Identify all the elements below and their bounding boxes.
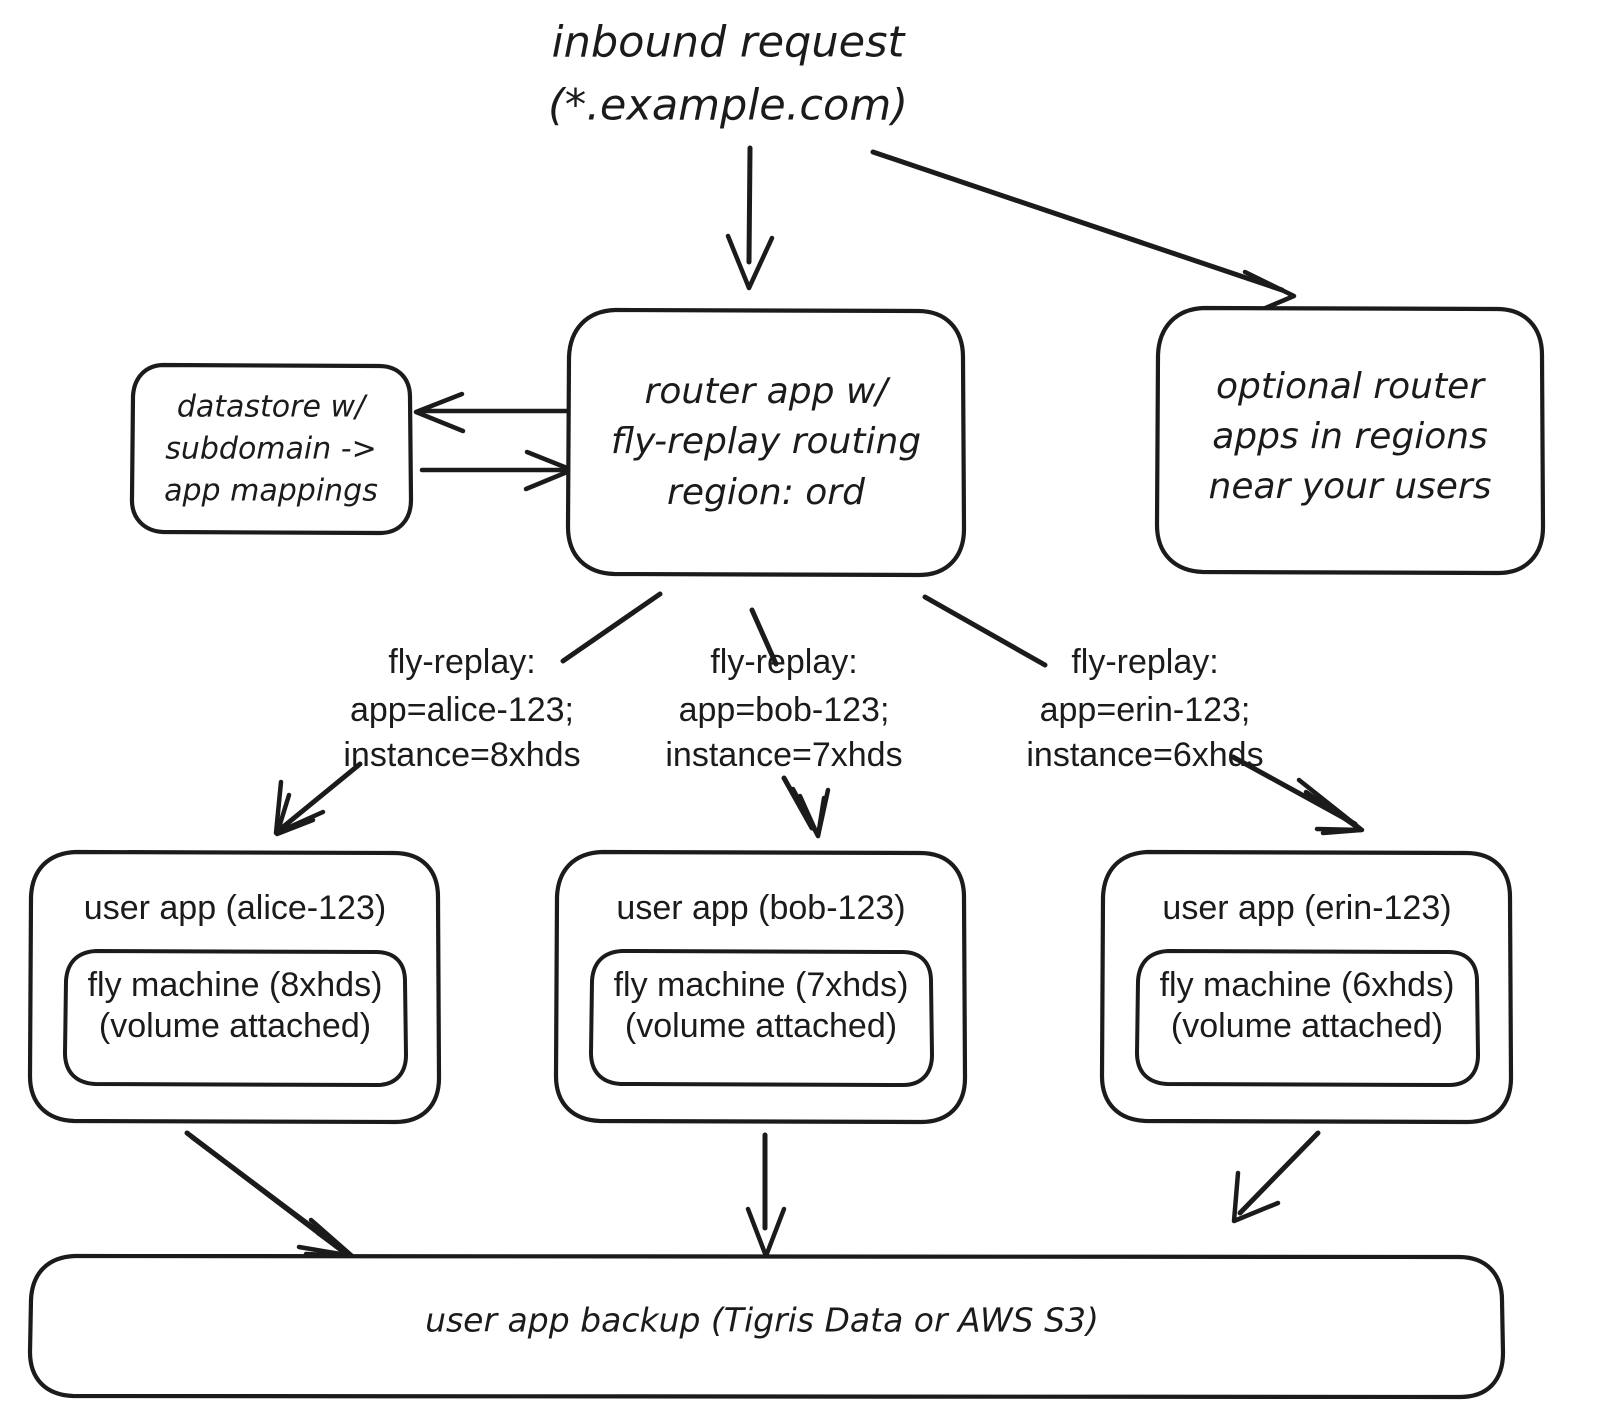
user-app-erin-label: user app (erin-123) bbox=[1162, 889, 1451, 927]
inbound-request-line-1: inbound request bbox=[552, 18, 907, 68]
fly-machine-bob-line-2: (volume attached) bbox=[625, 1007, 897, 1045]
edge-label-replay-alice: fly-replay: app=alice-123; instance=8xhd… bbox=[343, 643, 580, 774]
replay-alice-line-3: instance=8xhds bbox=[343, 736, 580, 774]
replay-bob-line-1: fly-replay: bbox=[710, 643, 857, 681]
node-user-app-bob: user app (bob-123) fly machine (7xhds) (… bbox=[553, 849, 968, 1125]
router-app-line-1: router app w/ bbox=[645, 371, 892, 412]
connector-router-to-alice bbox=[560, 591, 663, 664]
router-app-line-3: region: ord bbox=[667, 472, 866, 513]
edge-label-replay-erin: fly-replay: app=erin-123; instance=6xhds bbox=[1026, 643, 1263, 774]
replay-alice-line-1: fly-replay: bbox=[388, 643, 535, 681]
optional-routers-line-2: apps in regions bbox=[1212, 416, 1488, 457]
edge-label-replay-bob: fly-replay: app=bob-123; instance=7xhds bbox=[665, 643, 902, 774]
inbound-request-line-2: (*.example.com) bbox=[548, 81, 908, 131]
arrow-to-user-app-erin bbox=[1230, 754, 1365, 836]
replay-erin-line-1: fly-replay: bbox=[1071, 643, 1218, 681]
arrow-router-to-datastore bbox=[413, 391, 576, 434]
arrow-alice-to-backup bbox=[184, 1130, 355, 1259]
arrow-datastore-to-router bbox=[419, 449, 575, 492]
optional-routers-line-3: near your users bbox=[1209, 466, 1492, 507]
arrow-to-user-app-alice bbox=[273, 761, 363, 837]
replay-erin-line-3: instance=6xhds bbox=[1026, 736, 1263, 774]
replay-bob-line-2: app=bob-123; bbox=[679, 691, 890, 729]
arrow-bob-to-backup bbox=[745, 1132, 787, 1259]
connector-router-to-bob bbox=[749, 607, 779, 667]
arrow-erin-to-backup bbox=[1231, 1130, 1321, 1224]
user-app-alice-label: user app (alice-123) bbox=[84, 889, 386, 927]
replay-erin-line-2: app=erin-123; bbox=[1040, 691, 1251, 729]
datastore-line-2: subdomain -> bbox=[165, 432, 377, 467]
node-optional-routers: optional router apps in regions near you… bbox=[1154, 305, 1546, 576]
router-app-line-2: fly-replay routing bbox=[611, 421, 921, 462]
optional-routers-line-1: optional router bbox=[1216, 366, 1486, 407]
node-datastore: datastore w/ subdomain -> app mappings bbox=[129, 362, 414, 536]
node-user-app-alice: user app (alice-123) fly machine (8xhds)… bbox=[27, 849, 442, 1125]
replay-bob-line-3: instance=7xhds bbox=[665, 736, 902, 774]
node-user-app-erin: user app (erin-123) fly machine (6xhds) … bbox=[1099, 849, 1514, 1125]
fly-machine-erin-line-2: (volume attached) bbox=[1171, 1007, 1443, 1045]
node-backup-store: user app backup (Tigris Data or AWS S3) bbox=[27, 1253, 1506, 1400]
node-inbound-request: inbound request (*.example.com) bbox=[548, 18, 908, 131]
replay-alice-line-2: app=alice-123; bbox=[350, 691, 574, 729]
arrow-inbound-to-router bbox=[725, 145, 775, 291]
datastore-line-3: app mappings bbox=[164, 474, 378, 509]
node-router-app: router app w/ fly-replay routing region:… bbox=[565, 307, 967, 578]
user-app-bob-label: user app (bob-123) bbox=[616, 889, 905, 927]
backup-store-label: user app backup (Tigris Data or AWS S3) bbox=[425, 1301, 1099, 1340]
datastore-line-1: datastore w/ bbox=[177, 390, 368, 425]
arrow-inbound-to-optional-routers bbox=[870, 149, 1297, 317]
connector-router-to-erin bbox=[922, 594, 1048, 668]
fly-machine-erin-line-1: fly machine (6xhds) bbox=[1160, 966, 1455, 1004]
fly-machine-alice-line-1: fly machine (8xhds) bbox=[88, 966, 383, 1004]
fly-machine-bob-line-1: fly machine (7xhds) bbox=[614, 966, 909, 1004]
fly-machine-alice-line-2: (volume attached) bbox=[99, 1007, 371, 1045]
arrow-to-user-app-bob bbox=[781, 775, 831, 839]
